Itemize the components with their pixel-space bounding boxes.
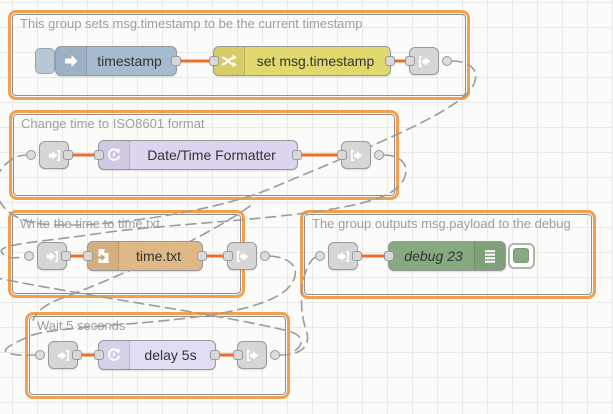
group-label: The group outputs msg.payload to the deb… (312, 216, 571, 231)
link-wire-g3-to-g5[interactable] (4, 255, 296, 357)
output-port[interactable] (352, 251, 362, 261)
link-out-icon (236, 250, 248, 262)
group-inner-border (304, 214, 592, 295)
link-out-icon (418, 55, 430, 67)
timer-icon (108, 348, 121, 361)
link-wire-g2-to-g3[interactable] (0, 154, 407, 259)
input-port[interactable] (83, 251, 93, 261)
output-port[interactable] (210, 350, 220, 360)
output-port[interactable] (61, 251, 71, 261)
link-in-node[interactable] (26, 141, 73, 169)
inject-trigger-button[interactable] (35, 48, 55, 74)
link-wire-g1-to-g2[interactable] (0, 60, 477, 226)
icon-region (99, 141, 130, 169)
group-label: This group sets msg.timestamp to be the … (20, 16, 363, 31)
link-in-icon (46, 250, 58, 262)
group-label: Wait 5 seconds (37, 318, 126, 333)
group-label: Change time to ISO8601 format (21, 116, 205, 131)
link-out-node[interactable] (233, 341, 280, 369)
icon-region (88, 242, 119, 270)
input-port[interactable] (94, 150, 104, 160)
output-port[interactable] (63, 150, 73, 160)
debug-list-icon (485, 250, 495, 263)
group-inner-border (13, 114, 395, 196)
link-in-node[interactable] (35, 341, 82, 369)
node-datetime-formatter[interactable]: Date/Time Formatter (94, 140, 302, 170)
link-in-icon (57, 349, 69, 361)
shuffle-icon (221, 54, 237, 68)
link-wire-g5-to-g4[interactable] (279, 255, 320, 356)
input-port[interactable] (384, 251, 394, 261)
link-out-node[interactable] (405, 47, 452, 75)
link-in-icon (48, 149, 60, 161)
input-port[interactable] (223, 251, 233, 261)
node-label: time.txt (135, 248, 182, 264)
output-port[interactable] (171, 56, 181, 66)
icon-region (214, 47, 245, 75)
group-write-file[interactable]: Write the time to time.txt (8, 210, 245, 298)
input-port[interactable] (94, 350, 104, 360)
debug-enable-toggle[interactable] (508, 243, 535, 269)
link-port[interactable] (270, 350, 280, 360)
node-label: timestamp (97, 53, 162, 69)
group-wait-5s[interactable]: Wait 5 seconds (25, 312, 290, 399)
link-port[interactable] (260, 251, 270, 261)
input-port[interactable] (209, 56, 219, 66)
link-port[interactable] (442, 56, 452, 66)
group-debug-output[interactable]: The group outputs msg.payload to the deb… (300, 210, 596, 299)
group-inner-border (12, 14, 466, 96)
link-port[interactable] (374, 150, 384, 160)
file-out-icon (96, 249, 109, 263)
link-in-icon (337, 250, 349, 262)
node-file-write[interactable]: time.txt (83, 241, 207, 271)
link-port[interactable] (26, 150, 36, 160)
input-port[interactable] (405, 56, 415, 66)
output-port[interactable] (385, 56, 395, 66)
link-wire-sweep[interactable] (0, 277, 302, 353)
node-set-msg-timestamp[interactable]: set msg.timestamp (209, 46, 395, 76)
input-port[interactable] (337, 150, 347, 160)
inject-arrow-icon (65, 55, 78, 67)
link-wire-diagonal[interactable] (32, 205, 251, 321)
link-out-node[interactable] (223, 242, 270, 270)
output-port[interactable] (197, 251, 207, 261)
timer-icon (108, 148, 121, 161)
link-out-icon (246, 349, 258, 361)
link-port[interactable] (24, 251, 34, 261)
node-label: set msg.timestamp (256, 53, 375, 69)
icon-region (474, 242, 505, 270)
group-set-timestamp[interactable]: This group sets msg.timestamp to be the … (8, 10, 470, 100)
node-inject-timestamp[interactable]: timestamp (55, 46, 181, 76)
debug-toggle-indicator (513, 248, 529, 263)
link-port[interactable] (35, 350, 45, 360)
node-label: debug 23 (404, 248, 463, 264)
link-out-node[interactable] (337, 141, 384, 169)
output-port[interactable] (72, 350, 82, 360)
icon-region (56, 47, 87, 75)
node-label: Date/Time Formatter (147, 147, 276, 163)
link-in-node[interactable] (315, 242, 362, 270)
group-iso8601-format[interactable]: Change time to ISO8601 format (9, 110, 399, 200)
link-in-node[interactable] (24, 242, 71, 270)
link-out-icon (350, 149, 362, 161)
group-label: Write the time to time.txt (20, 216, 160, 231)
node-label: delay 5s (144, 347, 197, 363)
output-port[interactable] (292, 150, 302, 160)
link-port[interactable] (315, 251, 325, 261)
icon-region (99, 341, 130, 369)
node-debug[interactable]: debug 23 (384, 241, 506, 271)
input-port[interactable] (233, 350, 243, 360)
node-delay-5s[interactable]: delay 5s (94, 340, 220, 370)
